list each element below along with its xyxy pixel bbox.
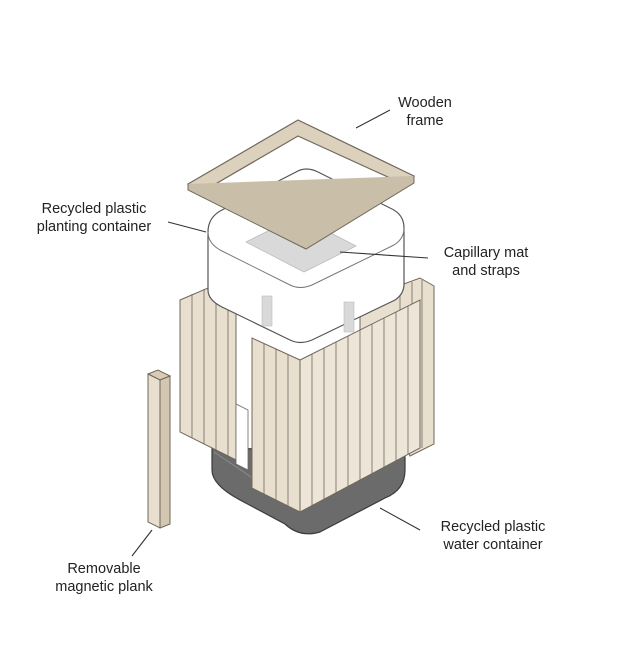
leader-planting-container [167, 221, 207, 233]
label-planting-container-line1: Recycled plastic [41, 201, 147, 217]
label-wooden-frame-line2: frame [406, 113, 444, 129]
leader-lines [131, 109, 429, 557]
magnetic-plank [146, 369, 172, 529]
front-left-wood-panel [251, 337, 301, 513]
label-magnetic-plank-line2: magnetic plank [55, 579, 153, 595]
label-wooden-frame-line1: Wooden [398, 95, 452, 111]
label-capillary-mat: Capillary mat and straps [428, 244, 544, 280]
label-water-container: Recycled plastic water container [420, 518, 566, 554]
label-water-container-line1: Recycled plastic [440, 519, 546, 535]
label-capillary-mat-line2: and straps [452, 263, 520, 279]
front-right-wood-panel [299, 299, 421, 513]
label-wooden-frame: Wooden frame [380, 94, 470, 130]
leader-capillary-mat [339, 251, 429, 259]
leader-water-container [379, 507, 421, 531]
label-water-container-line2: water container [443, 537, 543, 553]
label-planting-container-line2: planting container [36, 219, 152, 235]
leader-magnetic-plank [131, 529, 153, 557]
leader-wooden-frame [355, 109, 391, 129]
label-magnetic-plank-line1: Removable [67, 561, 141, 577]
wooden-frame [186, 119, 416, 250]
label-planting-container: Recycled plastic planting container [14, 200, 174, 236]
label-capillary-mat-line1: Capillary mat [443, 245, 529, 261]
label-magnetic-plank: Removable magnetic plank [34, 560, 174, 596]
